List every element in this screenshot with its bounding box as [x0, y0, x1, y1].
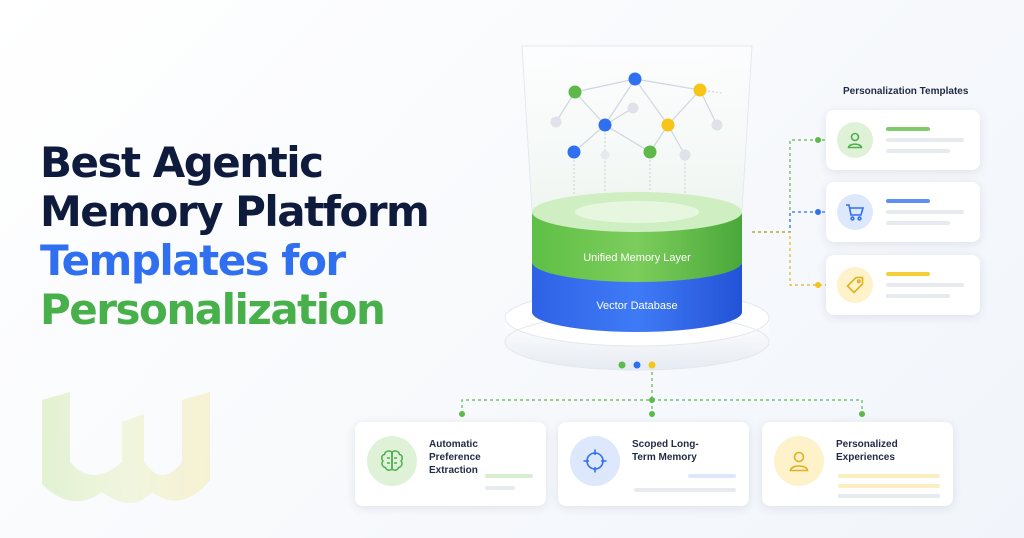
- feature-label: Scoped Long-Term Memory: [632, 439, 699, 463]
- template-bar-accent: [886, 272, 930, 276]
- feature-bar: [838, 494, 940, 498]
- headline-line-3: Templates for: [40, 236, 346, 285]
- feature-bar: [485, 474, 533, 478]
- network-nodes: [550, 72, 723, 161]
- template-card-cart[interactable]: [826, 182, 980, 242]
- feature-card-personalized-experiences[interactable]: Personalized Experiences: [762, 422, 953, 506]
- feature-connectors: [459, 372, 865, 417]
- indicator-dots: [618, 361, 656, 369]
- cart-icon: [837, 194, 873, 230]
- template-card-tag[interactable]: [826, 255, 980, 315]
- feature-bar: [485, 486, 515, 490]
- crosshair-icon: [570, 436, 620, 486]
- feature-label: Personalized Experiences: [836, 439, 898, 463]
- template-bar: [886, 294, 950, 298]
- watermark-logo-icon: [42, 392, 210, 503]
- template-bar: [886, 283, 964, 287]
- templates-panel-title: Personalization Templates: [843, 86, 969, 97]
- feature-bar: [634, 488, 736, 492]
- headline-line-4: Personalization: [40, 285, 386, 334]
- tag-icon: [837, 267, 873, 303]
- feature-label: Automatic Preference Extraction: [429, 439, 481, 476]
- feature-bar: [688, 474, 736, 478]
- unified-memory-layer: [532, 192, 742, 282]
- user-icon: [837, 122, 873, 158]
- template-connectors: [752, 137, 826, 288]
- template-bar: [886, 149, 950, 153]
- unified-memory-layer-label: Unified Memory Layer: [583, 252, 691, 264]
- headline-line-2: Memory Platform: [40, 187, 430, 236]
- vector-database-label: Vector Database: [596, 300, 677, 312]
- feature-bar: [838, 474, 940, 478]
- user-icon: [774, 436, 824, 486]
- template-bar: [886, 221, 950, 225]
- feature-card-preference-extraction[interactable]: Automatic Preference Extraction: [355, 422, 546, 506]
- template-bar: [886, 210, 964, 214]
- template-bar: [886, 138, 964, 142]
- template-bar-accent: [886, 127, 930, 131]
- feature-bar: [838, 484, 940, 488]
- template-bar-accent: [886, 199, 930, 203]
- headline-line-1: Best Agentic: [40, 138, 324, 187]
- feature-card-long-term-memory[interactable]: Scoped Long-Term Memory: [558, 422, 749, 506]
- headline: Best Agentic Memory Platform Templates f…: [40, 138, 480, 334]
- brain-icon: [367, 436, 417, 486]
- template-card-user[interactable]: [826, 110, 980, 170]
